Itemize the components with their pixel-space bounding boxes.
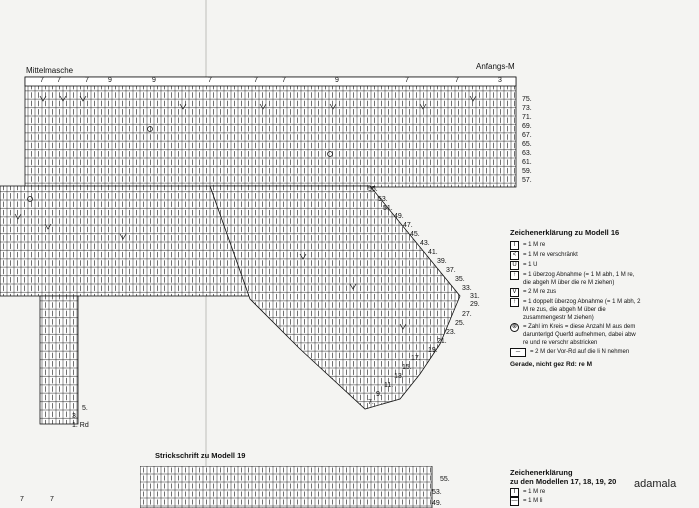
row-label: 37.: [446, 267, 456, 274]
knit-symbol-icon: I: [510, 241, 519, 250]
row-label: 33.: [462, 285, 472, 292]
legend-item: U= 1 U: [510, 261, 690, 270]
row-label-3: 3.: [72, 413, 78, 420]
row-label-63: 63.: [522, 150, 532, 157]
double-decrease-symbol-icon: ↑: [510, 298, 519, 307]
row-label: 15.: [402, 364, 412, 371]
chart-symbol-marks: [14, 95, 477, 330]
row-label-69: 69.: [522, 123, 532, 130]
legend-item: <= 1 M re verschränkt: [510, 251, 690, 260]
repeat-number: 7: [40, 77, 44, 84]
chart-19-row-label: 53.: [432, 489, 442, 496]
repeat-number: 7: [282, 77, 286, 84]
row-label: 39.: [437, 258, 447, 265]
watermark: adamala: [634, 478, 677, 490]
row-label: 31.: [470, 293, 480, 300]
row-label: 35.: [455, 276, 465, 283]
row-label: 45.: [410, 231, 420, 238]
twisted-knit-symbol-icon: <: [510, 251, 519, 260]
purl-symbol-icon: —: [510, 497, 519, 506]
row-label-67: 67.: [522, 132, 532, 139]
row-label: 13.: [394, 373, 404, 380]
legend-item: —= 1 M li: [510, 497, 543, 506]
row-label: 43.: [420, 240, 430, 247]
row-label-71: 71.: [522, 114, 532, 121]
repeat-number: 3: [498, 77, 502, 84]
legend-item: I= 1 M re: [510, 241, 690, 250]
row-label: 23.: [446, 329, 456, 336]
row-label: 9.: [376, 391, 382, 398]
row-label: 11.: [384, 382, 394, 389]
row-label-75: 75.: [522, 96, 532, 103]
repeat-number: 7: [57, 77, 61, 84]
repeat-number: 7: [405, 77, 409, 84]
repeat-number: 7: [254, 77, 258, 84]
legend-item: V= 2 M re zus: [510, 288, 690, 297]
row-label-57: 57.: [522, 177, 532, 184]
row-label-1: 1. Rd: [72, 422, 89, 429]
decrease-symbol-icon: ↑: [510, 271, 519, 280]
repeat-number: 7: [208, 77, 212, 84]
legend-models-17-20: Zeichenerklärung zu den Modellen 17, 18,…: [510, 468, 616, 506]
row-label: 41.: [428, 249, 438, 256]
row-label: 53.: [378, 196, 388, 203]
yarn-over-symbol-icon: U: [510, 261, 519, 270]
k2tog-symbol-icon: V: [510, 288, 519, 297]
chart-left-column: [39, 295, 79, 425]
chart-19-number: 7: [20, 496, 24, 503]
repeat-number: 7: [85, 77, 89, 84]
legend-item: ↑= 1 überzog Abnahme (= 1 M abh, 1 M re,…: [510, 271, 690, 287]
legend-item: ⊗= Zahl im Kreis = diese Anzahl M aus de…: [510, 323, 636, 346]
chart-19-row-label: 49.: [432, 500, 442, 507]
legend-item: ↑= 1 doppelt überzog Abnahme (= 1 M abh,…: [510, 298, 690, 322]
chart-diagonal-section: [209, 185, 461, 410]
row-label: 17.: [411, 355, 421, 362]
row-label: 29.: [470, 301, 480, 308]
row-label: 51.: [383, 205, 393, 212]
row-label: 7.: [368, 399, 374, 406]
legend-item: ─= 2 M der Vor-Rd auf die li N nehmen: [510, 348, 690, 357]
start-stitch-label: Anfangs-M: [476, 62, 515, 71]
repeat-number-strip: [24, 76, 517, 87]
row-label: 21.: [437, 338, 447, 345]
row-label: 49.: [394, 213, 404, 220]
knitting-chart-model-19: [140, 466, 433, 508]
row-label: 27.: [462, 311, 472, 318]
legend-title-line1: Zeichenerklärung: [510, 468, 573, 477]
legend-item: I= 1 M re: [510, 488, 616, 497]
center-stitch-label: Mittelmasche: [26, 66, 74, 75]
chart-top-band: [24, 76, 517, 188]
circle-number-symbol-icon: ⊗: [510, 323, 519, 332]
repeat-number: 7: [455, 77, 459, 84]
repeat-number: 9: [152, 77, 156, 84]
row-label: 55.: [368, 186, 378, 193]
row-label-59: 59.: [522, 168, 532, 175]
row-label-73: 73.: [522, 105, 532, 112]
chart-19-row-label: 55.: [440, 476, 450, 483]
row-label-61: 61.: [522, 159, 532, 166]
chart-19-title: Strickschrift zu Modell 19: [155, 451, 246, 460]
legend-title-line2: zu den Modellen 17, 18, 19, 20: [510, 477, 617, 486]
knit-symbol-icon: I: [510, 488, 519, 497]
repeat-number: 9: [335, 77, 339, 84]
repeat-number: 9: [108, 77, 112, 84]
legend-footer: Gerade, nicht gez Rd: re M: [510, 361, 592, 368]
row-label: 19.: [428, 347, 438, 354]
chart-19-number: 7: [50, 496, 54, 503]
row-label: 47.: [403, 222, 413, 229]
row-label-5: 5.: [82, 405, 88, 412]
row-label: 25.: [455, 320, 465, 327]
knitting-chart-model-16: [0, 76, 517, 425]
legend-model-16: Zeichenerklärung zu Modell 16 I= 1 M re …: [510, 228, 690, 368]
cable-bar-symbol-icon: ─: [510, 348, 526, 357]
row-label-65: 65.: [522, 141, 532, 148]
legend-title: Zeichenerklärung zu Modell 16: [510, 228, 620, 237]
